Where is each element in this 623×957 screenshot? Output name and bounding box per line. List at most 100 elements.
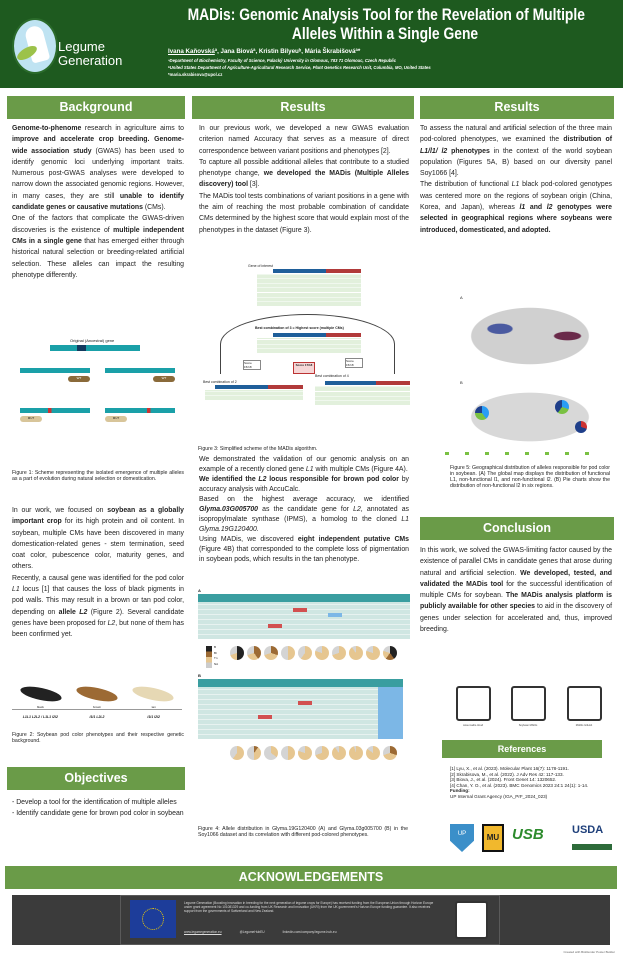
best-2-label: Best combination of 2: [203, 380, 237, 384]
usb-logo: USB: [512, 826, 544, 843]
best-4-label: Best combination of 4: [315, 374, 349, 378]
text-segment: The MADis analysis platform is publicly …: [420, 592, 612, 611]
genotype-label: l1l1 l2l2: [147, 715, 160, 719]
acknowledgements-band: Legume Generation (Boosting innovation i…: [12, 895, 610, 945]
qr-code-legume-generation[interactable]: [455, 901, 488, 939]
black-pod: [19, 683, 63, 705]
text-segment: In our work, we focused on: [12, 507, 108, 514]
conclusion-text: In this work, we solved the GWAS-limitin…: [420, 545, 612, 635]
text-segment: Using MADis, we discovered: [199, 536, 298, 543]
allele-pie-chart: [247, 746, 261, 760]
paragraph: Based on the highest average accuracy, w…: [199, 495, 409, 535]
text-segment: In our previous work, we developed a new…: [199, 125, 409, 155]
twitter-link[interactable]: @LegumeHubEU: [239, 930, 265, 934]
affiliation-a: ªDepartment of Biochemistry, Faculty of …: [168, 58, 397, 63]
genotype-label: L1L1 L2L2 / L1L1 l2l2: [22, 715, 58, 719]
affiliation-b: ᵇUnited States Department of Agriculture…: [168, 65, 431, 70]
text-segment: soybean as a globally important crop: [12, 507, 184, 526]
allele-pie-chart: [230, 646, 244, 660]
references-list: [1] Lyu, X., et al. (2023). Molecular Pl…: [450, 766, 610, 800]
paragraph: We identified the L2 locus responsible f…: [199, 475, 409, 495]
text-segment: (GWAS) has been used to identify genomic…: [12, 147, 185, 200]
text-segment: black pod-colored genotypes was centered…: [420, 181, 612, 212]
ack-links: www.legumegeneration.eu @LegumeHubEU lin…: [184, 930, 336, 934]
gene-positions-bar: [215, 385, 303, 389]
mutant-gene-bar: [20, 408, 90, 413]
text-segment: - Identify candidate gene for brown pod …: [12, 810, 184, 818]
paragraph: Recently, a causal gene was identified f…: [12, 573, 184, 641]
allele-pie-chart: [332, 646, 346, 660]
pod-label: brown: [92, 705, 102, 709]
allele-pie-chart: [264, 646, 278, 660]
qr-code-madis-github[interactable]: [567, 686, 602, 721]
background-text: Genome-to-phenome research in agricultur…: [12, 123, 184, 281]
acknowledgements-text: Legume Generation (Boosting innovation i…: [184, 901, 434, 914]
soybean-text: In our work, we focused on soybean as a …: [12, 505, 184, 641]
fig5-caption: Figure 5: Geographical distribution of a…: [450, 465, 610, 489]
genotype-matrix: [205, 390, 303, 400]
allele-pie-chart: [315, 646, 329, 660]
tan-pod: [131, 683, 175, 705]
usda-logo: USDA: [572, 824, 612, 850]
text-segment: (Figure 2). Several candidate genes have…: [12, 608, 185, 627]
text-segment: l1: [519, 204, 526, 212]
text-segment: L2: [353, 506, 361, 513]
paragraph: To assess the natural and artificial sel…: [420, 123, 612, 179]
text-segment: Glyma.03G005700: [199, 506, 258, 513]
fig4-panel-a: A: [198, 588, 201, 593]
objectives-text: - Develop a tool for the identification …: [12, 797, 184, 820]
genotype-matrix: [257, 274, 361, 306]
section-results: Results: [192, 96, 414, 119]
allele-pie-chart: [349, 646, 363, 660]
reference-item: [4] Chan, Y. O., et al. (2023). BMC Geno…: [450, 782, 589, 788]
text-segment: L2: [107, 619, 116, 627]
first-author: Ivana Kaňovská: [168, 48, 215, 55]
gene-of-interest-label: Gene of interest: [248, 264, 273, 268]
text-segment: locus responsible for brown pod color: [266, 476, 399, 483]
legend-br: Br: [214, 650, 217, 655]
text-segment: We developed, tested, and validated the …: [420, 569, 612, 588]
authors: Ivana Kaňovskáª, Jana Biováª, Kristin Bi…: [168, 48, 360, 55]
reference-item: [1] Lyu, X., et al. (2023). Molecular Pl…: [450, 766, 569, 771]
linkedin-link[interactable]: linkedin.com/company/legume-hub-eu: [282, 930, 337, 934]
wt-label: WT: [153, 376, 175, 382]
text-segment: L1: [511, 181, 520, 189]
allele-pie-chart: [247, 646, 261, 660]
allele-pie-chart: [298, 746, 312, 760]
logo-text-1: Legume: [58, 39, 105, 54]
text-segment: L2: [258, 476, 267, 483]
allele-pie-chart: [281, 746, 295, 760]
text-segment: The MADis tool tests combinations of var…: [199, 192, 409, 234]
allele-table-b: [198, 679, 403, 739]
website-link[interactable]: www.legumegeneration.eu: [184, 930, 222, 934]
gene-positions-bar: [273, 269, 361, 273]
mutant-gene-bar: [105, 408, 175, 413]
text-segment: L1/l1/ l2: [420, 147, 448, 155]
legend-tn: Tn: [214, 656, 218, 660]
world-map-b: [455, 386, 605, 448]
section-background: Background: [7, 96, 185, 119]
qr-label: www.madis.cloud: [462, 724, 484, 727]
text-segment: for its high protein and oil content. In…: [12, 518, 185, 571]
text-segment: (CMs).: [142, 204, 166, 212]
figure-5: A B: [425, 292, 615, 462]
text-segment: that has emerged either through historic…: [12, 237, 184, 279]
text-segment: We demonstrated the validation of our ge…: [199, 456, 409, 473]
text-segment: to aid in the discovery of genes under s…: [420, 603, 612, 634]
legume-generation-logo: [12, 18, 58, 74]
genotype-label: l1l1 L2L2: [89, 715, 105, 719]
allele-pie-chart: [383, 646, 397, 660]
text-segment: and: [525, 204, 547, 212]
text-segment: Genome-to-phenome: [12, 125, 82, 132]
results-text-3: To assess the natural and artificial sel…: [420, 123, 612, 236]
qr-code-soybean-madis[interactable]: [511, 686, 546, 721]
text-segment: L1: [12, 586, 20, 594]
qr-code-madis-web[interactable]: [456, 686, 491, 721]
text-segment: One of the factors that complicate the G…: [12, 215, 184, 234]
palacky-university-logo: UP: [450, 824, 474, 852]
section-objectives: Objectives: [7, 767, 185, 790]
allele-pie-chart: [332, 746, 346, 760]
